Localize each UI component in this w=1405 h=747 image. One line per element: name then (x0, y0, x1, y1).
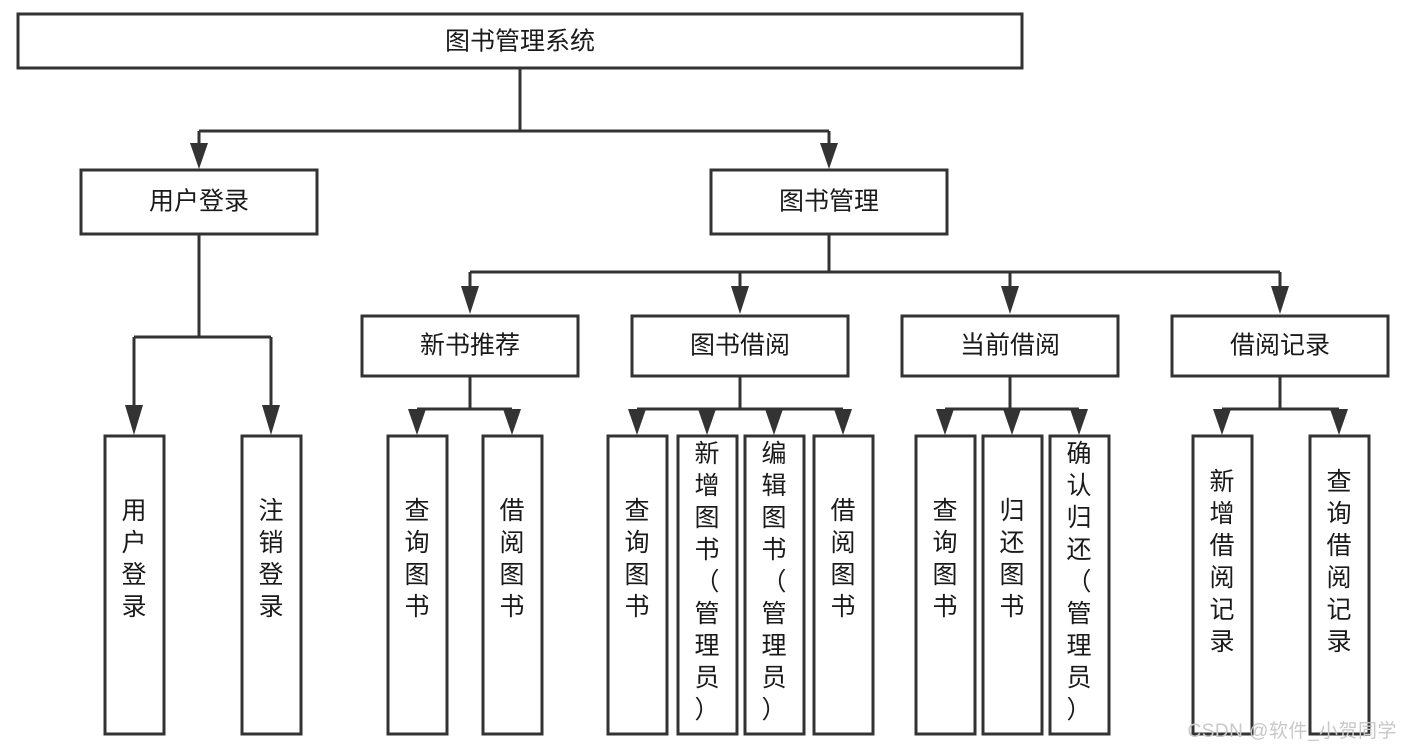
leaf-borrow-book-1-box[interactable] (481, 434, 544, 736)
node-root-label: 图书管理系统 (445, 28, 595, 56)
leaf-user-login-label: 用户登录 (121, 497, 146, 621)
leaf-borrow-book-2-label: 借阅图书 (830, 497, 855, 621)
connector-group-book-borrow (628, 376, 852, 435)
node-current-borrow-label: 当前借阅 (960, 332, 1060, 360)
arrowhead-current-borrow (1001, 286, 1019, 314)
arrowhead-leaf-add-borrow-record (1213, 409, 1231, 435)
arrowhead-leaf-query-borrow-record (1330, 409, 1348, 435)
node-root[interactable]: 图书管理系统 (16, 12, 1024, 70)
leaf-node-borrow-book-1[interactable]: 借阅图书 (481, 434, 544, 736)
arrowhead-leaf-logout-login (262, 405, 280, 435)
node-new-book-recommend-box[interactable] (360, 314, 580, 378)
node-new-book-recommend-label: 新书推荐 (420, 332, 520, 360)
leaf-query-borrow-record-box[interactable] (1308, 434, 1371, 736)
leaf-node-query-book-3[interactable]: 查询图书 (914, 434, 977, 736)
arrowhead-leaf-borrow-book-2 (834, 409, 852, 435)
leaf-logout-login-box[interactable] (240, 434, 303, 736)
arrowhead-leaf-query-book-3 (936, 409, 954, 435)
leaf-node-query-borrow-record[interactable]: 查询借阅记录 (1308, 434, 1371, 736)
node-current-borrow[interactable]: 当前借阅 (900, 314, 1120, 378)
arrowhead-leaf-confirm-return-admin (1070, 409, 1088, 435)
leaf-query-book-3-box[interactable] (914, 434, 977, 736)
connector-group-borrow-record (1213, 376, 1348, 435)
connector-group-book-management (461, 234, 1289, 314)
connector-group-current-borrow (936, 376, 1088, 435)
leaf-edit-book-admin-label: 编辑图书（管理员） (761, 440, 786, 724)
leaf-node-return-book[interactable]: 归还图书 (981, 434, 1044, 736)
csdn-watermark: CSDN @软件_小贺同学 (1187, 721, 1397, 742)
node-book-borrow-box[interactable] (630, 314, 850, 378)
node-borrow-record-label: 借阅记录 (1230, 332, 1330, 360)
leaf-confirm-return-admin-label: 确认归还（管理员） (1066, 440, 1091, 724)
node-user-login-label: 用户登录 (149, 188, 249, 216)
leaf-node-logout-login[interactable]: 注销登录 (240, 434, 303, 736)
node-book-management-box[interactable] (709, 168, 949, 236)
node-user-login[interactable]: 用户登录 (79, 168, 319, 236)
connector-group-root (190, 68, 838, 169)
leaf-logout-login-label: 注销登录 (258, 497, 283, 621)
arrowhead-leaf-query-book-1 (408, 409, 426, 435)
leaf-node-query-book-2[interactable]: 查询图书 (606, 434, 669, 736)
node-new-book-recommend[interactable]: 新书推荐 (360, 314, 580, 378)
arrowhead-leaf-user-login (125, 405, 143, 435)
node-root-box[interactable] (16, 12, 1024, 70)
leaf-add-borrow-record-box[interactable] (1191, 434, 1254, 736)
leaf-borrow-book-1-label: 借阅图书 (499, 497, 524, 621)
arrowhead-leaf-edit-book-admin (765, 409, 783, 435)
arrowhead-new-book-recommend (461, 286, 479, 314)
leaf-query-borrow-record-label: 查询借阅记录 (1326, 468, 1351, 656)
arrowhead-leaf-add-book-admin (698, 409, 716, 435)
arrowhead-borrow-record (1271, 286, 1289, 314)
leaf-query-book-1-box[interactable] (386, 434, 449, 736)
leaf-return-book-label: 归还图书 (999, 497, 1024, 621)
arrowhead-leaf-query-book-2 (628, 409, 646, 435)
leaf-query-book-3-label: 查询图书 (932, 497, 957, 621)
leaf-node-add-borrow-record[interactable]: 新增借阅记录 (1191, 434, 1254, 736)
leaf-confirm-return-admin-box[interactable] (1048, 434, 1111, 736)
leaf-query-book-2-label: 查询图书 (624, 497, 649, 621)
leaf-add-borrow-record-label: 新增借阅记录 (1209, 468, 1234, 656)
leaf-node-query-book-1[interactable]: 查询图书 (386, 434, 449, 736)
leaf-user-login-box[interactable] (103, 434, 166, 736)
node-book-management[interactable]: 图书管理 (709, 168, 949, 236)
leaf-add-book-admin-label: 新增图书（管理员） (694, 440, 719, 724)
leaf-node-add-book-admin[interactable]: 新增图书（管理员） (676, 434, 739, 736)
leaf-borrow-book-2-box[interactable] (812, 434, 875, 736)
arrowhead-book-borrow (731, 286, 749, 314)
leaf-node-confirm-return-admin[interactable]: 确认归还（管理员） (1048, 434, 1111, 736)
node-book-borrow[interactable]: 图书借阅 (630, 314, 850, 378)
leaf-query-book-2-box[interactable] (606, 434, 669, 736)
node-book-management-label: 图书管理 (779, 188, 879, 216)
leaf-node-user-login[interactable]: 用户登录 (103, 434, 166, 736)
node-user-login-box[interactable] (79, 168, 319, 236)
connector-group-new-book-recommend (408, 376, 521, 435)
node-borrow-record-box[interactable] (1170, 314, 1390, 378)
leaf-node-borrow-book-2[interactable]: 借阅图书 (812, 434, 875, 736)
arrowhead-user-login (190, 143, 208, 169)
node-book-borrow-label: 图书借阅 (690, 332, 790, 360)
leaf-node-edit-book-admin[interactable]: 编辑图书（管理员） (743, 434, 806, 736)
leaf-return-book-box[interactable] (981, 434, 1044, 736)
leaf-query-book-1-label: 查询图书 (404, 497, 429, 621)
node-borrow-record[interactable]: 借阅记录 (1170, 314, 1390, 378)
arrowhead-leaf-return-book (1003, 409, 1021, 435)
arrowhead-leaf-borrow-book-1 (503, 409, 521, 435)
node-current-borrow-box[interactable] (900, 314, 1120, 378)
connector-group-user-login (125, 234, 280, 435)
arrowhead-book-management (820, 143, 838, 169)
leaf-add-book-admin-box[interactable] (676, 434, 739, 736)
leaf-edit-book-admin-box[interactable] (743, 434, 806, 736)
